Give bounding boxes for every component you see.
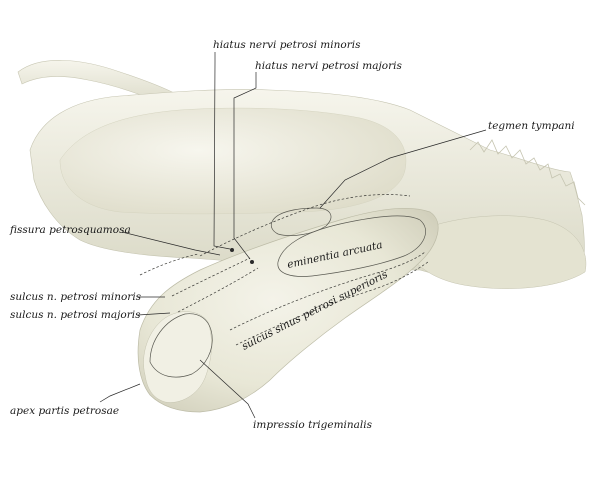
sulcus-sinus-line-lower (235, 261, 429, 346)
label-impressio-trigeminalis: impressio trigeminalis (253, 419, 373, 431)
label-tegmen-tympani: tegmen tympani (488, 120, 575, 132)
hiatus-minoris-mark (230, 248, 234, 252)
fissura-petrosquamosa-line (199, 194, 411, 257)
tegmen-tympani-outline (270, 207, 332, 236)
leader-hiatus-minoris (213, 52, 231, 250)
eminentia-arcuata-outline (277, 215, 426, 277)
leader-sulcus-majoris (137, 312, 171, 316)
sulcus-majoris-line (177, 267, 259, 313)
label-apex-partis-petrosae: apex partis petrosae (10, 405, 119, 417)
label-sulcus-n-petrosi-majoris: sulcus n. petrosi majoris (10, 309, 141, 321)
label-hiatus-nervi-petrosi-majoris: hiatus nervi petrosi majoris (255, 60, 402, 72)
dotted-boundary (139, 253, 199, 276)
serrated-margin (469, 139, 586, 206)
hiatus-majoris-mark (250, 260, 254, 264)
sulcus-sinus-line-upper (229, 251, 426, 331)
petrous-part (137, 207, 439, 413)
leader-impressio (199, 359, 256, 419)
impressio-trigeminalis-outline (149, 313, 213, 378)
leader-hiatus-majoris (233, 72, 257, 260)
sulcus-minoris-line (171, 257, 251, 297)
leader-tegmen-tympani (319, 129, 487, 209)
mastoid-region (409, 215, 587, 289)
label-sulcus-n-petrosi-minoris: sulcus n. petrosi minoris (10, 291, 142, 303)
label-hiatus-nervi-petrosi-minoris: hiatus nervi petrosi minoris (213, 39, 361, 51)
leader-fissura-petrosquamosa (121, 231, 221, 256)
label-fissura-petrosquamosa: fissura petrosquamosa (9, 224, 131, 236)
cerebral-surface (59, 107, 407, 215)
leader-apex (99, 383, 141, 403)
